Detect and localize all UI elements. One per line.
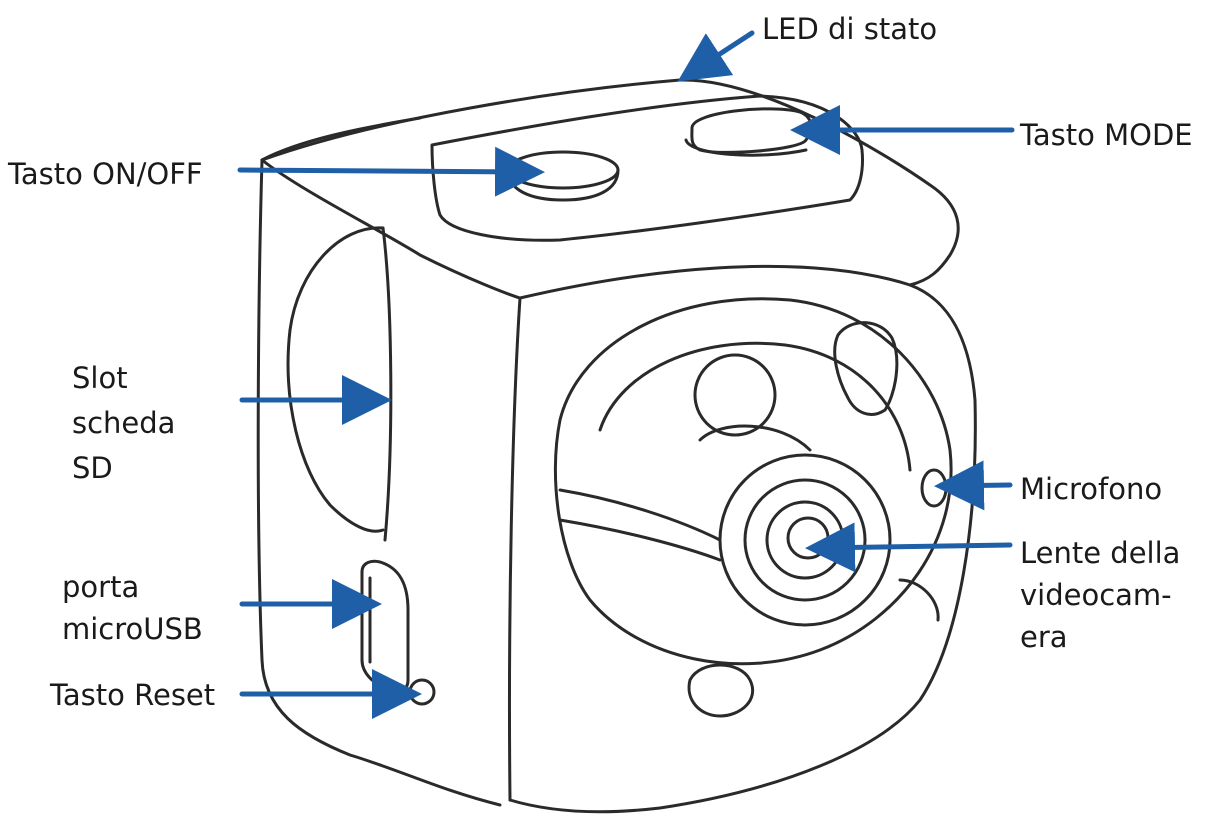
- callout-arrows: [237, 30, 1015, 719]
- label-led: LED di stato: [762, 12, 938, 46]
- label-usb-line: porta: [62, 570, 140, 604]
- label-usb: porta microUSB: [62, 566, 203, 650]
- label-onoff: Tasto ON/OFF: [8, 157, 203, 191]
- label-lente: Lente della videocam- era: [1020, 532, 1180, 658]
- mic-hole-shape: [920, 468, 948, 508]
- top-face: [260, 78, 960, 287]
- label-mode: Tasto MODE: [1020, 118, 1193, 152]
- lens-center: [786, 516, 830, 560]
- camera-body: [256, 78, 977, 814]
- lens-inner: [765, 500, 845, 580]
- label-usb-line: microUSB: [62, 612, 203, 646]
- front-ring-outer: [553, 297, 953, 666]
- arrow-led: [677, 30, 755, 82]
- label-lente-line: era: [1020, 620, 1068, 654]
- bump-left: [693, 353, 777, 437]
- left-face: [256, 158, 502, 807]
- label-sd-line: scheda: [72, 406, 176, 440]
- bump-top: [833, 321, 899, 416]
- top-pad: [430, 94, 864, 242]
- label-sd-line: Slot: [72, 361, 128, 395]
- reset-button-shape: [408, 678, 436, 706]
- lens-ring: [743, 478, 867, 602]
- sd-slot-shape: [286, 226, 385, 533]
- label-microfono: Microfono: [1020, 472, 1163, 506]
- label-sd: Slot scheda SD: [72, 356, 175, 491]
- arrow-lente: [805, 522, 1013, 573]
- mode-button-shape: [690, 107, 813, 154]
- label-lente-line: Lente della: [1020, 536, 1181, 570]
- label-sd-line: SD: [72, 451, 113, 485]
- front-edge: [507, 296, 522, 802]
- label-reset: Tasto Reset: [50, 678, 216, 712]
- arrow-microfono: [934, 460, 1013, 511]
- front-face: [508, 264, 977, 814]
- label-lente-line: videocam-: [1020, 578, 1172, 612]
- arrow-onoff: [237, 146, 545, 197]
